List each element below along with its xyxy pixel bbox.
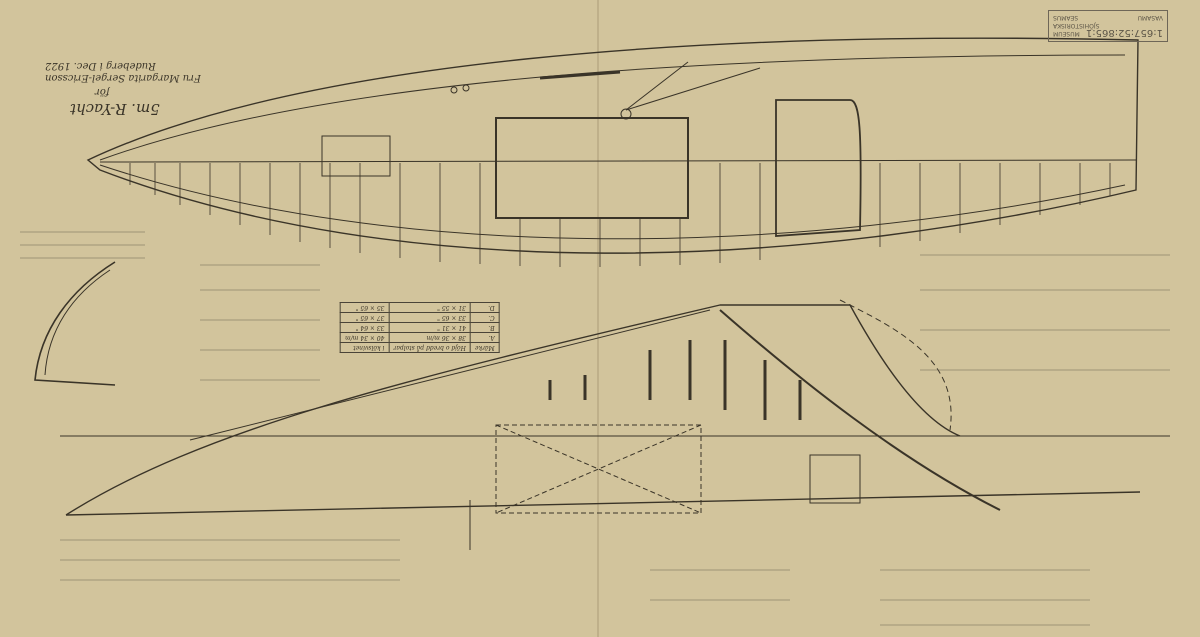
scantling-table: Märke Höjd o bredd på stolpar i kölsvine… bbox=[340, 302, 500, 353]
table-cell: 41 × 31 " bbox=[388, 322, 471, 333]
table-cell: 40 × 34 m/m bbox=[340, 332, 389, 343]
drawing-owner: Fru Margarita Sergel-Ericsson bbox=[45, 72, 201, 83]
drawing-date: Rudeberg i Dec. 1922 bbox=[45, 60, 156, 71]
table-cell: 31 × 55 " bbox=[388, 302, 471, 313]
stamp-line: SJÖHISTORISKA bbox=[1053, 22, 1100, 29]
profile-view bbox=[60, 299, 1170, 550]
drawing-title-for: för bbox=[95, 86, 110, 97]
table-header: Märke bbox=[470, 342, 500, 353]
table-row: B.41 × 31 "33 × 64 " bbox=[340, 322, 500, 333]
deck-plan-view bbox=[86, 37, 1139, 267]
table-row: D.31 × 55 "35 × 65 " bbox=[340, 302, 500, 313]
table-cell: C. bbox=[470, 312, 500, 323]
table-cell: A. bbox=[470, 332, 500, 343]
table-cell: B. bbox=[470, 322, 500, 333]
table-cell: 37 × 65 " bbox=[340, 312, 389, 323]
table-cell: 38 × 36 m/m bbox=[388, 332, 471, 343]
table-header: Höjd o bredd på stolpar bbox=[388, 342, 471, 353]
table-cell: 35 × 65 " bbox=[340, 302, 389, 313]
stamp-line: SEAMUS bbox=[1053, 14, 1079, 21]
table-row: C.33 × 65 "37 × 65 " bbox=[340, 312, 500, 323]
note-lines bbox=[20, 231, 1170, 626]
table-header: i kölsvinet bbox=[340, 342, 389, 353]
stamp-line: VASAMU bbox=[1137, 14, 1163, 21]
museum-stamp: 1:657:52:865:1 MUSEUM SJÖHISTORISKA SEAM… bbox=[1048, 10, 1168, 42]
table-cell: D. bbox=[470, 302, 500, 313]
drawing-title: 5m. R-Yacht bbox=[70, 100, 160, 118]
midship-section bbox=[34, 261, 116, 386]
table-cell: 33 × 65 " bbox=[388, 312, 471, 323]
table-header-row: Märke Höjd o bredd på stolpar i kölsvine… bbox=[340, 342, 500, 353]
stamp-line: MUSEUM bbox=[1053, 30, 1080, 37]
table-cell: 33 × 64 " bbox=[340, 322, 389, 333]
